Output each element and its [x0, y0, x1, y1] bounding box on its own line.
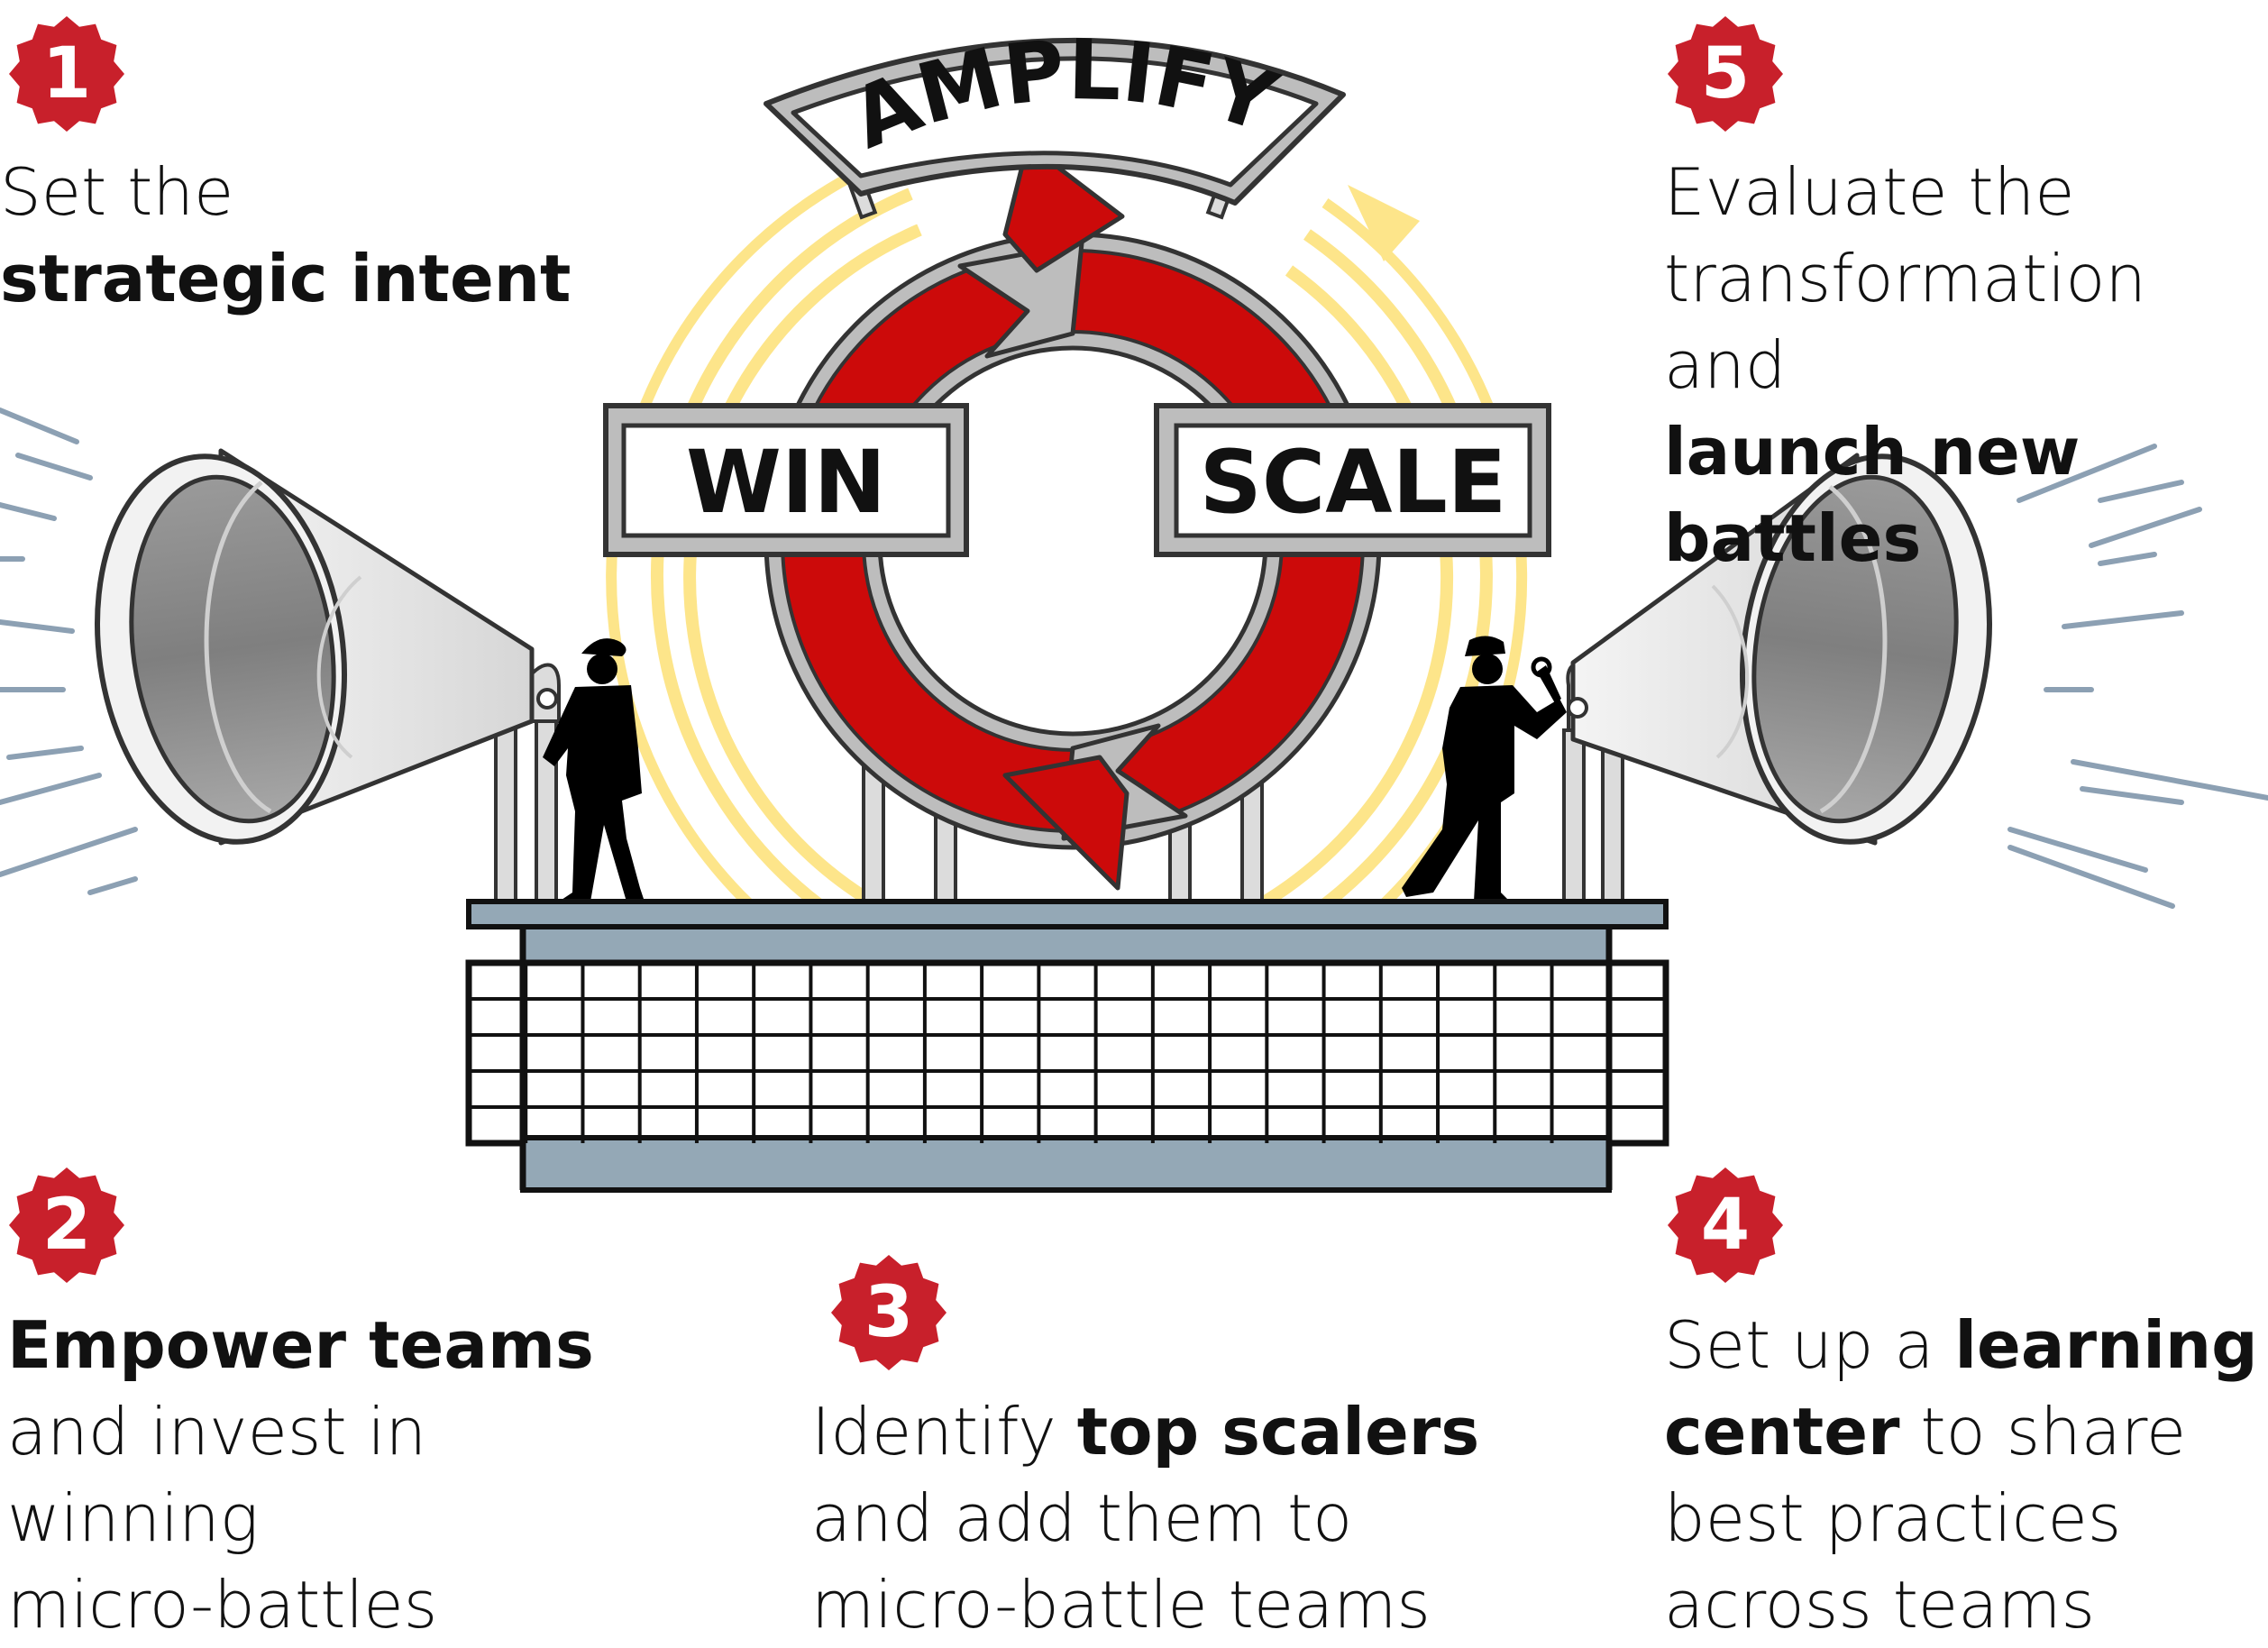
- starburst-icon: [9, 1167, 124, 1283]
- worker-right-figure: [1402, 636, 1567, 902]
- step-5-line: Evaluate the: [1664, 149, 2268, 235]
- step-4-number: 4: [1700, 1185, 1751, 1266]
- step-1-text: Set the strategic intent: [0, 149, 571, 322]
- step-4-line: Set up a learning: [1664, 1302, 2258, 1388]
- sound-lines-right: [2007, 444, 2268, 909]
- step-1-line: Set the: [0, 149, 571, 235]
- step-run: and add them to: [811, 1480, 1353, 1556]
- step-run: micro-battles: [7, 1567, 438, 1643]
- step-highlight: strategic intent: [0, 241, 572, 316]
- scale-label: SCALE: [1200, 432, 1507, 533]
- step-2-number: 2: [41, 1185, 92, 1266]
- step-2-badge: 2: [7, 1166, 126, 1285]
- step-run: across teams: [1664, 1567, 2095, 1643]
- platform-grid: [469, 963, 1666, 1143]
- step-2-text: Empower teams and invest in winning micro-b…: [7, 1302, 594, 1648]
- step-highlight: top scalers: [1076, 1394, 1480, 1469]
- step-1-number: 1: [41, 33, 92, 114]
- starburst-icon: [1668, 16, 1783, 132]
- step-2-line: micro-battles: [7, 1561, 594, 1648]
- step-run: and invest in: [7, 1394, 427, 1469]
- platform: [465, 899, 1669, 1193]
- step-5-line: launch new battles: [1664, 408, 2268, 581]
- step-run: Set up a: [1664, 1307, 1955, 1383]
- step-5-line: transformation and: [1664, 235, 2268, 408]
- step-3-line: and add them to: [811, 1475, 1479, 1561]
- starburst-icon: [1668, 1167, 1783, 1283]
- step-run: Evaluate the: [1664, 154, 2075, 230]
- step-highlight: launch new battles: [1664, 414, 2081, 576]
- step-3-line: Identify top scalers: [811, 1388, 1479, 1475]
- step-run: winning: [7, 1480, 259, 1556]
- worker-left-figure: [543, 638, 645, 902]
- step-run: best practices: [1664, 1480, 2122, 1556]
- step-3-badge: 3: [829, 1253, 948, 1372]
- step-3-number: 3: [864, 1272, 914, 1353]
- starburst-icon: [9, 16, 124, 132]
- step-run: micro-battle teams: [811, 1567, 1431, 1643]
- amplify-banner: AMPLIFY: [764, 22, 1346, 206]
- step-1-badge: 1: [7, 14, 126, 133]
- win-sign: WIN: [603, 403, 969, 557]
- megaphone-right: [1562, 453, 1992, 908]
- step-run: transformation and: [1664, 241, 2147, 403]
- starburst-icon: [831, 1255, 947, 1370]
- scale-sign: SCALE: [1154, 403, 1551, 557]
- step-highlight: Empower teams: [7, 1307, 594, 1383]
- sound-lines-left: [0, 407, 138, 895]
- step-1-line: strategic intent: [0, 235, 571, 322]
- step-run: to share: [1899, 1394, 2187, 1469]
- step-5-number: 5: [1700, 33, 1751, 114]
- step-4-line: center to share: [1664, 1388, 2258, 1475]
- step-run: Set the: [0, 154, 234, 230]
- step-3-line: micro-battle teams: [811, 1561, 1479, 1648]
- step-2-line: and invest in: [7, 1388, 594, 1475]
- step-4-badge: 4: [1666, 1166, 1785, 1285]
- step-5-badge: 5: [1666, 14, 1785, 133]
- step-highlight: center: [1664, 1394, 1900, 1469]
- step-highlight: learning: [1954, 1307, 2258, 1383]
- step-2-line: winning: [7, 1475, 594, 1561]
- megaphone-left: [95, 448, 561, 908]
- step-run: Identify: [811, 1394, 1077, 1469]
- step-2-line: Empower teams: [7, 1302, 594, 1388]
- step-4-line: across teams: [1664, 1561, 2258, 1648]
- win-label: WIN: [686, 432, 886, 533]
- step-4-line: best practices: [1664, 1475, 2258, 1561]
